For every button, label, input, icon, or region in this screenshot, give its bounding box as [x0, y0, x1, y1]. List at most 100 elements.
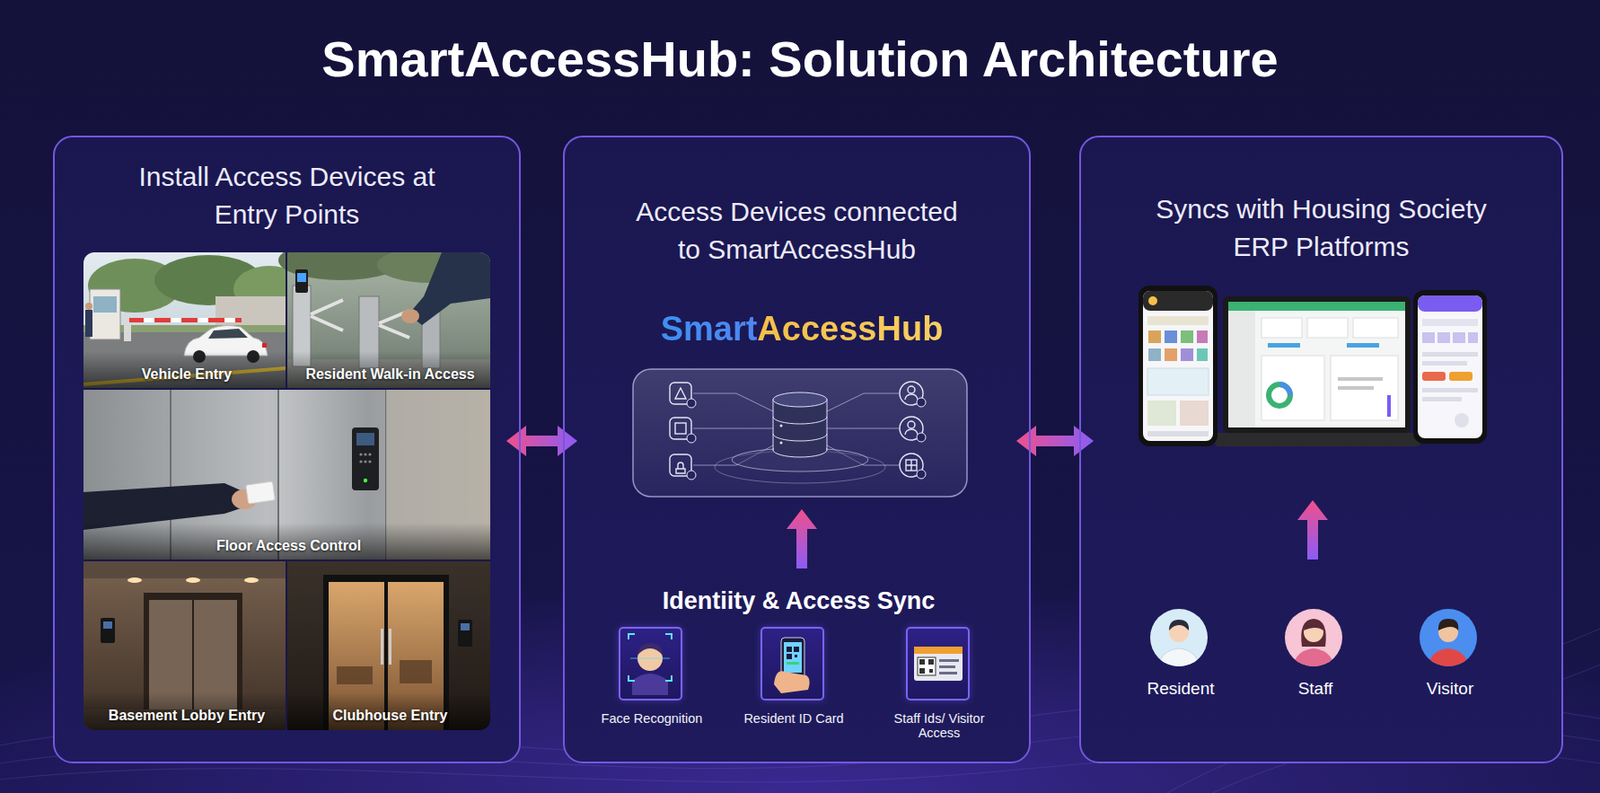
photo-tile: Vehicle Entry: [85, 254, 289, 391]
erp-devices-part: [1346, 342, 1380, 348]
erp-devices-part: [1454, 413, 1469, 428]
identity-icons-part: [939, 659, 959, 662]
entry-photos-part: [197, 317, 209, 323]
identity-icons-part: [906, 627, 969, 700]
erp-devices-part: [1413, 290, 1487, 444]
diagram-title: SmartAccessHub: Solution Architecture: [0, 28, 1600, 90]
avatar-box: Staff: [1257, 610, 1374, 699]
hub-illustration-part: [686, 397, 926, 480]
erp-devices-part: [1147, 400, 1177, 426]
erp-devices-part: [1196, 348, 1208, 361]
identity-icons: [619, 627, 969, 700]
erp-devices-part: [1437, 332, 1451, 343]
entry-photos-part: [83, 388, 491, 561]
tile-label: Basement Lobby Entry: [90, 706, 283, 724]
hub-illustration-part-part: [907, 421, 915, 429]
hub-illustration-part-part: [905, 459, 917, 471]
hub-illustration-part-part: [916, 432, 926, 442]
panel-box: Install Access Devices at Entry PointsVe…: [52, 135, 521, 764]
person-label: Staff: [1257, 678, 1374, 699]
entry-photos-part: [83, 560, 287, 579]
entry-photos-part: [262, 342, 267, 348]
identity-icons-part: [914, 646, 963, 681]
user-avatars-part-part: [1157, 648, 1201, 672]
entry-photos-part: [83, 351, 287, 389]
flow-arrow: [786, 509, 818, 569]
user-avatars-part-part: [1426, 648, 1470, 672]
erp-devices-part: [1180, 330, 1194, 343]
tile-label: Floor Access Control: [90, 536, 487, 554]
entry-photos-part: [103, 621, 113, 629]
hub-illustration-part-part: [905, 459, 917, 471]
identity-icons-part: [919, 659, 925, 665]
erp-devices-part: [1148, 330, 1161, 343]
erp-devices-part: [1417, 295, 1483, 439]
identity-icons-part: [786, 653, 792, 660]
panel-label: Install Access Devices at Entry Points: [121, 158, 454, 234]
entry-photos-part: [85, 309, 93, 337]
icon-box: Staff Ids/ Visitor Access: [885, 629, 994, 740]
erp-devices-part: [1422, 318, 1478, 326]
tile-label: Resident Walk-in Access: [293, 365, 487, 383]
erp-devices-part: [1228, 301, 1406, 311]
entry-photos-part: [83, 522, 491, 561]
group-label: Identiity & Access Sync: [582, 585, 1015, 616]
identity-icons-part: [619, 627, 682, 700]
erp-devices-part: [1267, 342, 1301, 348]
identity-icons-part: [632, 673, 669, 695]
erp-devices-part: [1422, 332, 1435, 343]
entry-photos-part: [224, 317, 236, 323]
identity-icons-part: [928, 659, 934, 665]
erp-devices-part: [1222, 296, 1411, 433]
erp-devices-part: [1147, 316, 1209, 326]
entry-photos-part: [100, 617, 115, 643]
hub-illustration-part-part: [916, 469, 926, 479]
panel-label: Syncs with Housing Society ERP Platforms: [1142, 190, 1502, 266]
entry-photos-part: [363, 452, 367, 456]
user-avatars-part-part: [1169, 619, 1189, 631]
entry-photos-part: [244, 577, 259, 583]
entry-photos-part: [356, 432, 375, 446]
erp-devices-part: [1142, 290, 1214, 441]
erp-devices: [1138, 285, 1487, 447]
entry-photos-part: [401, 308, 420, 324]
person-label: Resident: [1122, 678, 1240, 699]
hub-illustration-part: [773, 416, 827, 441]
identity-icons-part: [939, 665, 956, 669]
erp-devices-part: [1148, 296, 1158, 306]
hub-illustration-part-part: [905, 394, 918, 400]
avatar-box: Visitor: [1391, 610, 1509, 699]
erp-devices-part: [1261, 355, 1325, 421]
user-avatars: [1150, 608, 1477, 672]
photo-tile: Basement Lobby Entry: [85, 562, 289, 732]
erp-devices-part: [1422, 371, 1446, 381]
erp-devices-part: [1268, 384, 1291, 406]
photo-tile: Clubhouse Entry: [288, 562, 493, 732]
hub-illustration-part-part: [686, 470, 696, 480]
user-avatars-part: [1157, 619, 1201, 672]
erp-devices-part: [1422, 387, 1478, 393]
entry-photos-part: [127, 577, 142, 583]
identity-icons-part: [906, 627, 969, 700]
tile-label: Vehicle Entry: [90, 365, 283, 383]
erp-devices-part: [1422, 360, 1468, 366]
erp-devices-part: [1337, 377, 1383, 381]
entry-photos-part: [336, 666, 373, 685]
hub-illustration-part-part: [693, 393, 774, 412]
identity-icons-part: [914, 646, 963, 654]
photo-tile: Floor Access Control: [85, 390, 493, 563]
icon-label: Staff Ids/ Visitor Access: [885, 711, 994, 740]
erp-devices-part: [1330, 355, 1398, 421]
entry-photos-part: [170, 317, 182, 323]
user-avatars-part-part: [1303, 620, 1324, 631]
icon-label: Resident ID Card: [726, 711, 862, 726]
erp-devices-part: [1468, 332, 1478, 343]
person-label: Visitor: [1391, 678, 1509, 699]
erp-devices-part: [1422, 396, 1462, 402]
entry-photos-part: [93, 296, 117, 313]
icon-label: Face Recognition: [584, 711, 720, 726]
group-box: Identiity & Access SyncFace Recognition R…: [582, 571, 1015, 748]
